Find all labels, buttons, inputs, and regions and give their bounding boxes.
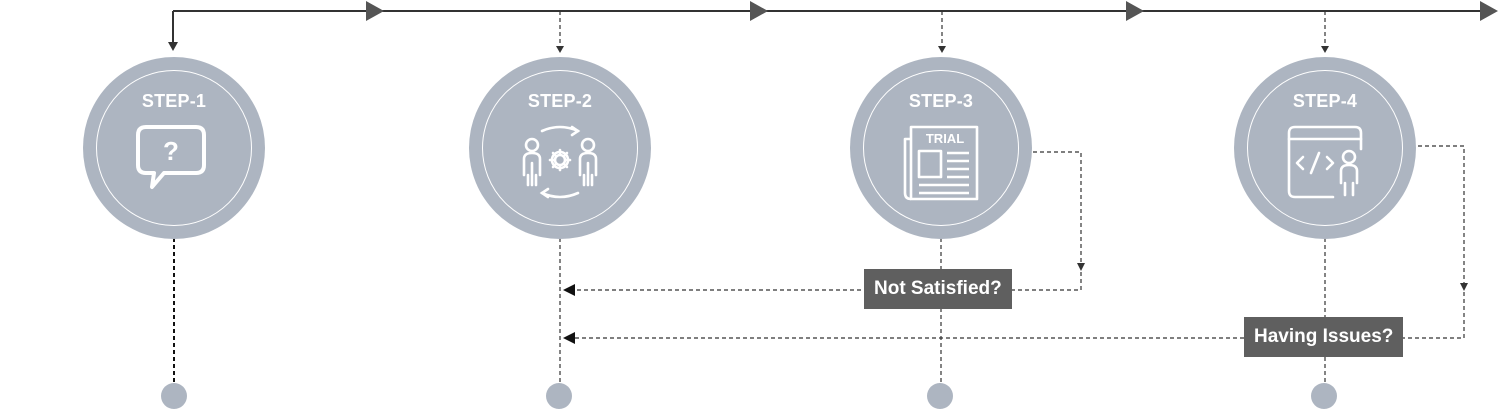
step-1-label: STEP-1 [141, 91, 207, 111]
having-issues-tag: Having Issues? [1244, 317, 1404, 357]
question-bubble-icon: ? [136, 125, 206, 189]
step-4-end-dot [1311, 383, 1337, 409]
step-ring [482, 70, 638, 226]
feedback-arrow-down-step-4 [1460, 283, 1468, 291]
trial-newspaper-icon: TRIAL [903, 125, 979, 201]
step-ring [96, 70, 252, 226]
timeline-arrow [1126, 1, 1144, 21]
step-ring [863, 70, 1019, 226]
step-ring [1247, 70, 1403, 226]
not-satisfied-tag: Not Satisfied? [864, 269, 1012, 309]
step-4-label: STEP-4 [1292, 91, 1358, 111]
feedback-path-step-3 [1033, 151, 1082, 264]
feedback-path-step-4 [1418, 145, 1465, 284]
timeline-arrow [366, 1, 384, 21]
drop-arrow-step-3 [938, 46, 946, 53]
people-gear-cycle-icon [522, 125, 598, 199]
timeline-arrow [750, 1, 768, 21]
feedback-arrow-down-step-3 [1077, 263, 1085, 271]
drop-arrow-step-1 [168, 42, 178, 51]
step-1-end-dot [161, 383, 187, 409]
drop-arrow-step-4 [1321, 46, 1329, 53]
step-4-circle: STEP-4 [1234, 57, 1416, 239]
step-2-circle: STEP-2 [469, 57, 651, 239]
svg-text:?: ? [163, 136, 179, 166]
feedback-return-step-3 [575, 272, 1082, 291]
step-3-label: STEP-3 [908, 91, 974, 111]
step-3-end-dot [927, 383, 953, 409]
drop-arrow-step-2 [556, 46, 564, 53]
step-3-circle: STEP-3 TRIAL [850, 57, 1032, 239]
code-window-person-icon [1287, 125, 1363, 199]
feedback-arrow-left-step-4 [563, 332, 575, 344]
feedback-arrow-left-step-3 [563, 284, 575, 296]
step-1-circle: STEP-1 ? [83, 57, 265, 239]
feedback-return-step-4 [575, 292, 1465, 339]
trial-icon-text: TRIAL [926, 131, 964, 146]
step-2-end-dot [546, 383, 572, 409]
step-2-label: STEP-2 [527, 91, 593, 111]
timeline-arrow-end [1480, 1, 1498, 21]
